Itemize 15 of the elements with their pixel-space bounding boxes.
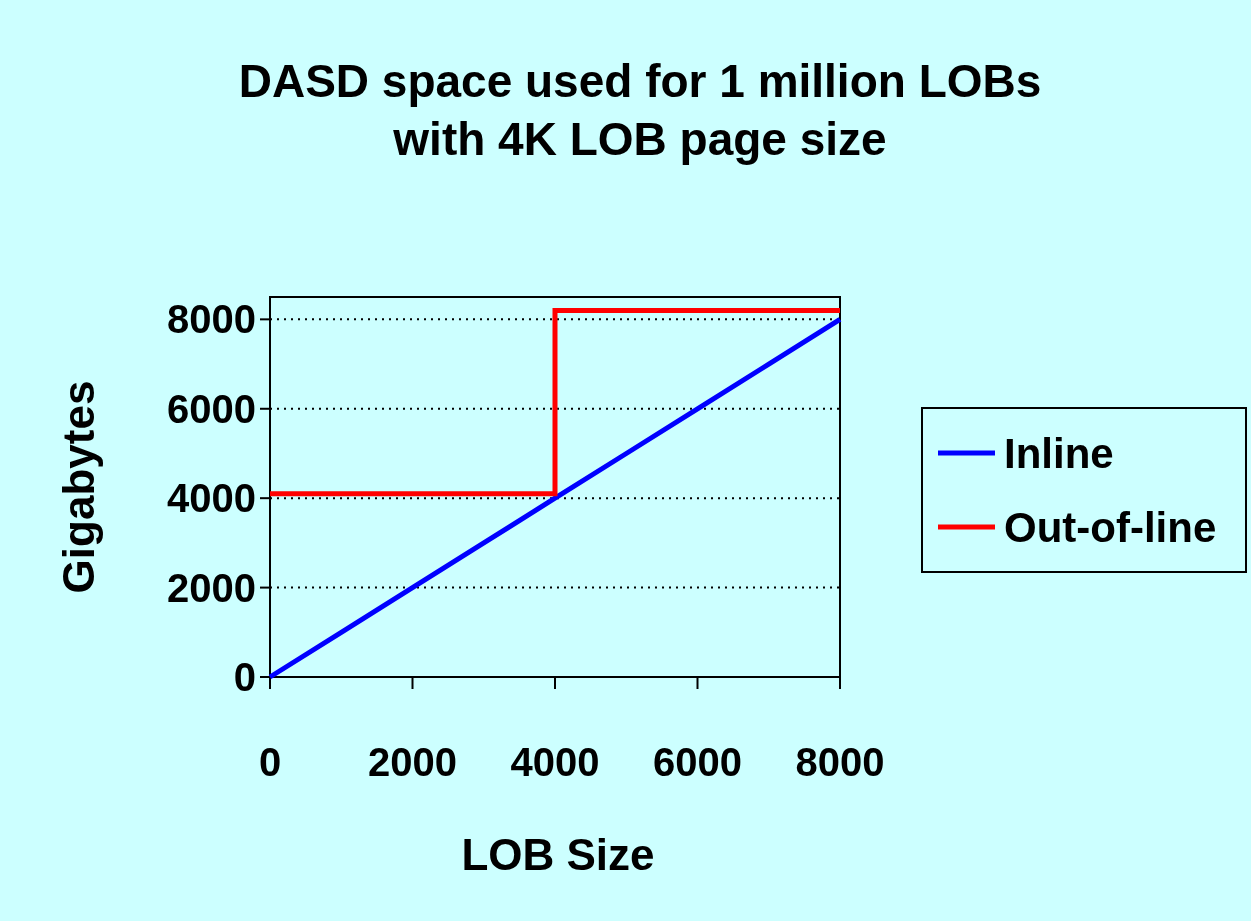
tick-label: 8000 [795,740,885,784]
tick-label: 2000 [368,740,457,784]
tick-label: 8000 [167,297,256,342]
axis-title: Gigabytes [54,380,103,594]
chart-title: DASD space used for 1 million LOBs with 4K LOB page size [237,54,1043,167]
tick-label: 6000 [653,740,742,784]
axis-title: LOB Size [461,830,655,879]
legend-label: Out-of-line [1004,504,1217,551]
tick-label: 0 [233,655,256,699]
tick-label: 4000 [167,476,256,521]
tick-label: 2000 [167,565,256,610]
tick-label: 4000 [510,740,600,784]
tick-label: 0 [258,740,282,784]
legend-label: Inline [1004,430,1114,477]
tick-label: 6000 [167,386,256,431]
